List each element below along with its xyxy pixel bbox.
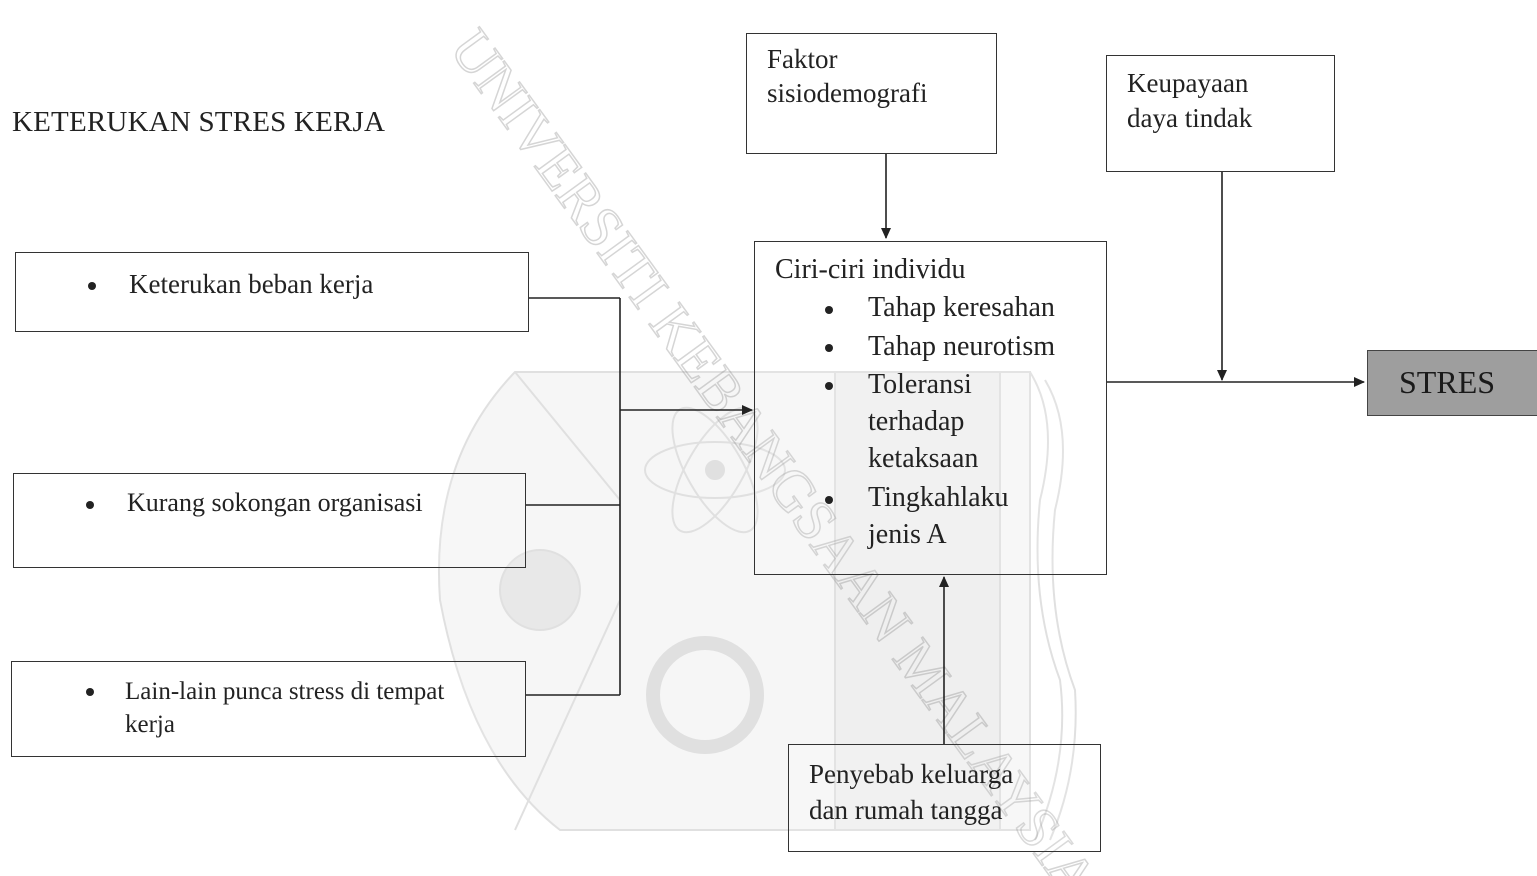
trait-item-line: ketaksaan (868, 443, 979, 474)
factor-box-sosiodemografi: Faktor sisiodemografi (746, 33, 997, 154)
bullet-icon (88, 282, 96, 290)
bullet-icon (825, 496, 833, 504)
family-cause-box: Penyebab keluarga dan rumah tangga (788, 744, 1101, 852)
family-cause-line1: Penyebab keluarga (809, 759, 1014, 789)
stressor-label-line1: Lain-lain punca stress di tempat (125, 678, 445, 705)
stressor-label: Keterukan beban kerja (129, 269, 374, 299)
bullet-icon (825, 382, 833, 390)
coping-box: Keupayaan daya tindak (1106, 55, 1335, 172)
bullet-icon (825, 306, 833, 314)
family-cause-line2: dan rumah tangga (809, 795, 1003, 825)
bullet-icon (825, 344, 833, 352)
stressor-box-beban-kerja: Keterukan beban kerja (15, 252, 529, 332)
trait-item-line: Tingkahlaku (868, 482, 1009, 513)
trait-item-line: terhadap (868, 406, 965, 437)
individual-traits-box: Ciri-ciri individu Tahap keresahan Tahap… (754, 241, 1107, 575)
stressor-box-sokongan: Kurang sokongan organisasi (13, 473, 526, 568)
outcome-label: STRES (1399, 364, 1496, 400)
coping-label-line1: Keupayaan (1127, 68, 1249, 98)
diagram-title: KETERUKAN STRES KERJA (12, 106, 386, 138)
stressor-label-line2: kerja (125, 711, 175, 738)
stressor-label: Kurang sokongan organisasi (127, 488, 423, 517)
trait-item: Tahap keresahan (868, 292, 1055, 323)
coping-label-line2: daya tindak (1127, 103, 1253, 133)
trait-item-line: jenis A (868, 519, 947, 550)
stressor-box-lain-lain: Lain-lain punca stress di tempat kerja (11, 661, 526, 757)
factor-label-line1: Faktor (767, 44, 838, 74)
traits-heading: Ciri-ciri individu (775, 254, 966, 285)
trait-item-line: Toleransi (868, 369, 972, 400)
trait-item: Tahap neurotism (868, 331, 1055, 362)
bullet-icon (86, 688, 94, 696)
factor-label-line2: sisiodemografi (767, 78, 928, 108)
outcome-stres-box: STRES (1367, 350, 1537, 416)
bullet-icon (86, 501, 94, 509)
